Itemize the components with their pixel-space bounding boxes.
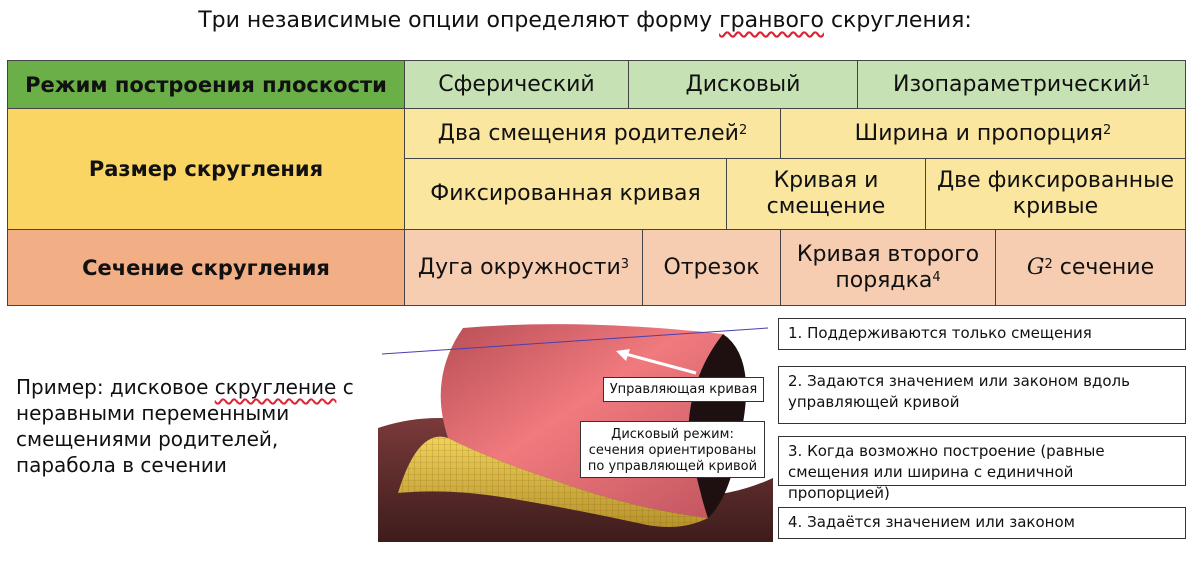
option-two-fixed-curves-label: Две фиксированные кривые <box>936 168 1174 219</box>
option-conic: Кривая второго порядка4 <box>780 229 996 306</box>
example-text-end: с неравными переменными смещениями родит… <box>16 375 354 477</box>
example-text: Пример: дисковое <box>16 375 215 399</box>
option-fixed-curve-label: Фиксированная кривая <box>430 181 701 206</box>
footnote-mark: 4 <box>932 269 941 285</box>
section-header: Сечение скругления <box>7 229 405 306</box>
g2-symbol: G <box>1026 254 1045 280</box>
option-width-ratio-label: Ширина и пропорция <box>854 120 1104 146</box>
option-curve-offset-label: Кривая и смещение <box>766 168 886 219</box>
option-spherical-label: Сферический <box>438 71 595 97</box>
disc-mode-callout-text: Дисковый режим: сечения ориентированы по… <box>587 427 758 474</box>
control-curve-callout-text: Управляющая кривая <box>609 382 758 397</box>
footnote-4-text: 4. Задаётся значением или законом <box>788 513 1075 531</box>
option-g2: G2 сечение <box>995 229 1186 306</box>
title-text-end: скругления: <box>823 8 972 33</box>
footnote-mark: 2 <box>738 122 748 138</box>
size-header: Размер скругления <box>7 108 405 230</box>
option-segment-label: Отрезок <box>663 254 760 280</box>
disc-mode-callout: Дисковый режим: сечения ориентированы по… <box>580 421 765 478</box>
plane-mode-header-label: Режим построения плоскости <box>25 72 387 97</box>
footnote-2-text: 2. Задаются значением или законом вдоль … <box>788 372 1130 411</box>
option-two-offsets-label: Два смещения родителей <box>437 120 739 146</box>
control-curve-line <box>381 327 769 355</box>
footnote-3: 3. Когда возможно построение (равные сме… <box>778 436 1186 502</box>
option-spherical: Сферический <box>404 60 629 109</box>
option-g2-label: сечение <box>1059 254 1155 280</box>
footnote-3-text: 3. Когда возможно построение (равные сме… <box>788 442 1105 502</box>
size-header-label: Размер скругления <box>88 157 324 181</box>
page-title: Три независимые опции определяют форму г… <box>0 8 1170 33</box>
footnote-mark: 1 <box>1141 73 1150 89</box>
option-arc-label: Дуга окружности <box>417 254 621 280</box>
plane-mode-header: Режим построения плоскости <box>7 60 405 109</box>
control-curve-callout: Управляющая кривая <box>603 377 764 402</box>
arrow-head-icon <box>616 349 630 361</box>
option-disc-label: Дисковый <box>685 71 801 97</box>
footnote-mark: 3 <box>620 256 630 272</box>
option-fixed-curve: Фиксированная кривая <box>404 158 727 230</box>
option-conic-label: Кривая второго порядка <box>796 241 980 293</box>
footnote-1: 1. Поддерживаются только смещения <box>778 318 1186 350</box>
section-header-label: Сечение скругления <box>82 255 330 280</box>
fillet-mesh <box>398 436 708 527</box>
option-segment: Отрезок <box>642 229 781 306</box>
footnote-4: 4. Задаётся значением или законом <box>778 507 1186 539</box>
option-disc: Дисковый <box>628 60 858 109</box>
control-curve-arrow <box>621 351 697 375</box>
option-two-fixed-curves: Две фиксированные кривые <box>925 158 1186 230</box>
footnote-1-text: 1. Поддерживаются только смещения <box>788 324 1092 342</box>
title-underlined-word: гранвого <box>719 8 824 33</box>
footnote-mark: 2 <box>1044 256 1053 272</box>
title-text: Три независимые опции определяют форму <box>198 8 720 33</box>
footnote-2: 2. Задаются значением или законом вдоль … <box>778 366 1186 424</box>
option-curve-offset: Кривая и смещение <box>726 158 926 230</box>
footnote-mark: 2 <box>1103 122 1112 138</box>
example-caption: Пример: дисковое скругление с неравными … <box>16 374 376 478</box>
option-isoparametric-label: Изопараметрический <box>893 71 1142 97</box>
example-underlined-word: скругление <box>214 375 337 399</box>
